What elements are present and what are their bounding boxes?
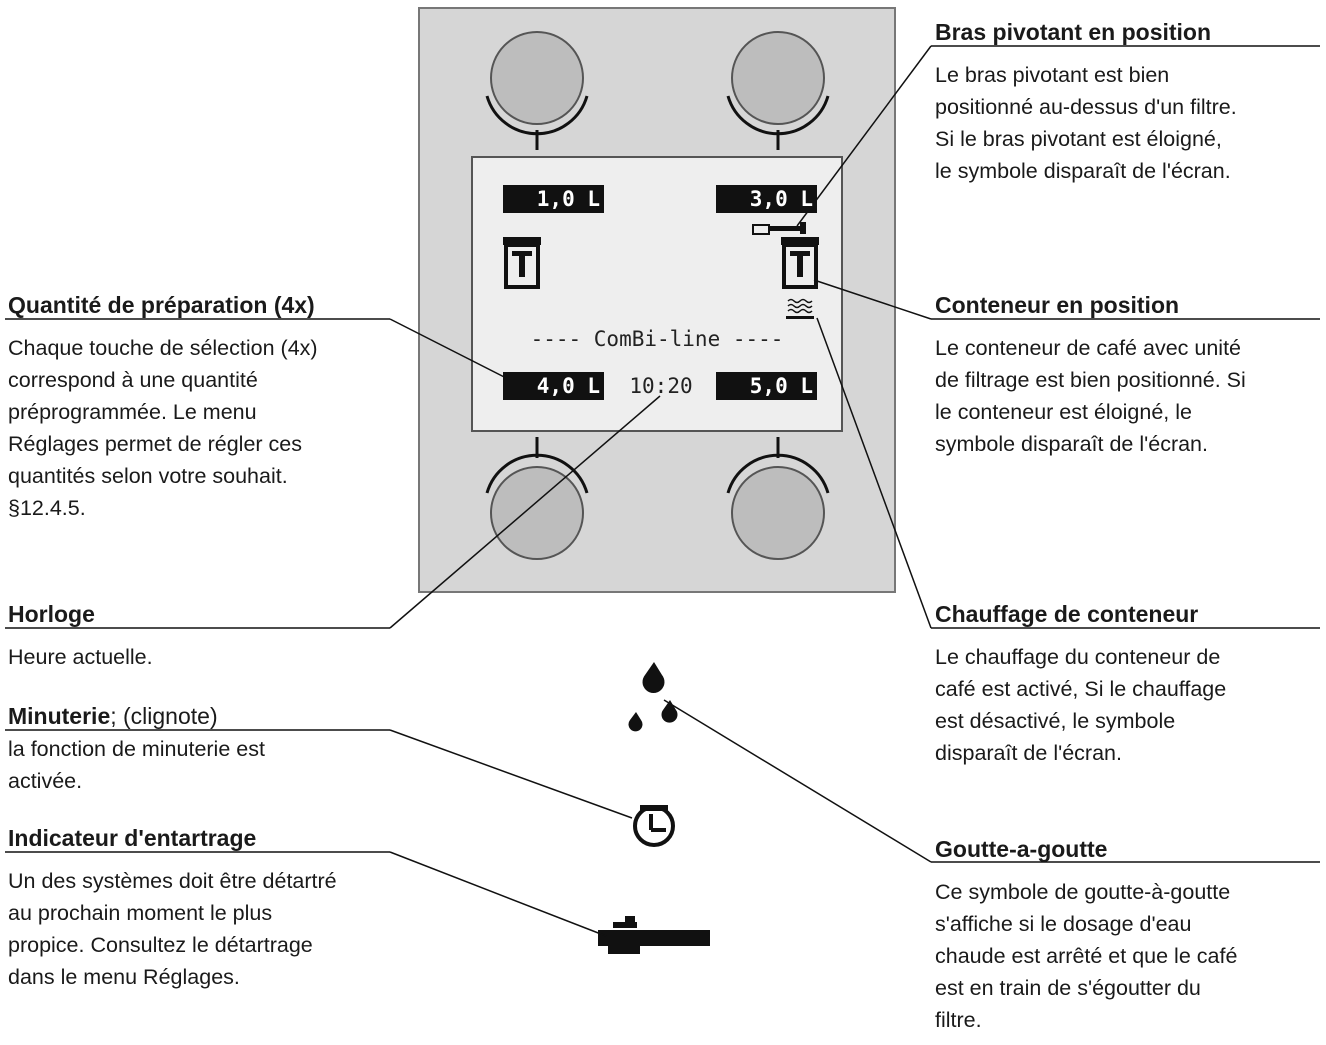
annotation-line: positionné au-dessus d'un filtre. [935,95,1237,119]
annotation-line: de filtrage est bien positionné. Si [935,368,1246,392]
annotation-title-suffix: ; (clignote) [110,703,218,729]
drip-icon [628,662,678,732]
annotation-title: Quantité de préparation (4x) [8,292,315,318]
selection-button-top-right[interactable] [726,31,830,150]
container-icon [781,237,819,289]
annotation-line: Le conteneur de café avec unité [935,336,1241,360]
annotation-line: Un des systèmes doit être détartré [8,869,337,893]
annotation-line: est désactivé, le symbole [935,709,1176,733]
annotation-quantite: Quantité de préparation (4x) Chaque touc… [8,290,408,524]
annotation-line: chaude est arrêté et que le café [935,944,1238,968]
annotation-goutte: Goutte-a-goutte Ce symbole de goutte-à-g… [935,834,1325,1036]
annotation-line: Réglages permet de régler ces [8,432,302,456]
annotation-line: préprogrammée. Le menu [8,400,257,424]
swivel-arm-icon [752,222,806,235]
selection-button-top-left[interactable] [485,31,589,150]
annotation-line: §12.4.5. [8,496,86,520]
annotation-title: Chauffage de conteneur [935,601,1199,627]
quantity-bottom-left: 4,0 L [503,372,604,400]
annotation-line: le symbole disparaît de l'écran. [935,159,1231,183]
annotation-line: au prochain moment le plus [8,901,273,925]
annotation-horloge: Horloge Heure actuelle. [8,599,408,673]
annotation-title: Conteneur en position [935,292,1180,318]
annotation-line: filtre. [935,1008,982,1032]
annotation-line: Le chauffage du conteneur de [935,645,1221,669]
annotation-title-main: Minuterie [8,703,111,729]
annotation-line: Ce symbole de goutte-à-goutte [935,880,1231,904]
descaling-icon [598,916,710,954]
quantity-top-right: 3,0 L [716,185,817,213]
annotation-line: est en train de s'égoutter du [935,976,1201,1000]
timer-clock-icon [633,805,675,847]
annotation-conteneur: Conteneur en position Le conteneur de ca… [935,290,1325,460]
annotation-title: Goutte-a-goutte [935,836,1108,862]
annotation-line: Heure actuelle. [8,645,153,669]
annotation-line: s'affiche si le dosage d'eau [935,912,1192,936]
selection-button-bottom-right[interactable] [726,437,830,560]
annotation-line: correspond à une quantité [8,368,258,392]
annotation-chauffage: Chauffage de conteneur Le chauffage du c… [935,599,1325,769]
annotation-line: Si le bras pivotant est éloigné, [935,127,1222,151]
container-icon [503,237,541,289]
annotation-line: le conteneur est éloigné, le [935,400,1192,424]
annotation-line: Chaque touche de sélection (4x) [8,336,318,360]
annotation-title: Indicateur d'entartrage [8,825,257,851]
annotation-line: propice. Consultez le détartrage [8,933,313,957]
quantity-bottom-right: 5,0 L [716,372,817,400]
annotation-line: la fonction de minuterie est [8,737,265,761]
annotation-bras-pivotant: Bras pivotant en position Le bras pivota… [935,17,1325,187]
quantity-top-left: 1,0 L [503,185,604,213]
annotation-minuterie: Minuterie; (clignote) la fonction de min… [8,701,408,797]
annotation-line: café est activé, Si le chauffage [935,677,1227,701]
clock-display: 10:20 [629,374,693,398]
annotation-title: Horloge [8,601,95,627]
selection-button-bottom-left[interactable] [485,437,589,560]
annotation-title: Minuterie; (clignote) [8,701,408,731]
annotation-line: Le bras pivotant est bien [935,63,1170,87]
annotation-line: symbole disparaît de l'écran. [935,432,1208,456]
annotation-line: disparaît de l'écran. [935,741,1122,765]
annotation-line: dans le menu Réglages. [8,965,240,989]
annotation-entartrage: Indicateur d'entartrage Un des systèmes … [8,823,428,993]
annotation-title: Bras pivotant en position [935,19,1212,45]
brand-label: ---- ComBi-line ---- [530,327,784,351]
annotation-line: quantités selon votre souhait. [8,464,288,488]
annotation-line: activée. [8,769,83,793]
heating-icon [786,298,814,319]
